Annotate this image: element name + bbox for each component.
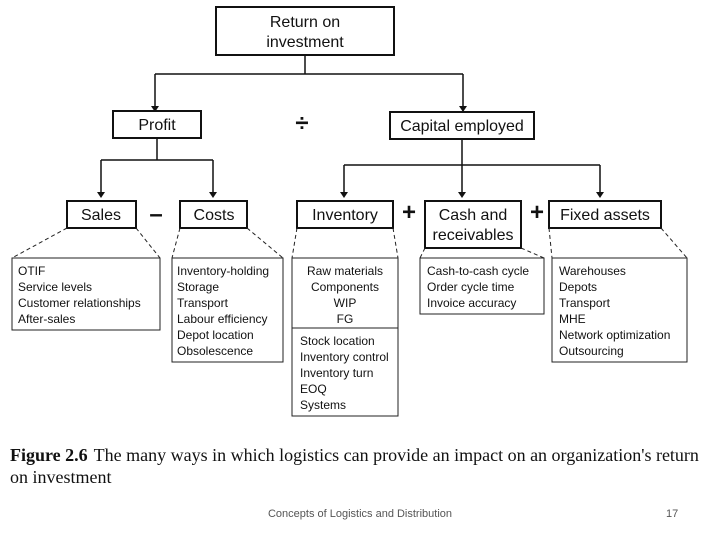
inventory-box — [296, 200, 394, 229]
connector-capital — [343, 139, 601, 196]
inventory-detail: Systems — [300, 398, 346, 412]
page-number: 17 — [666, 508, 679, 520]
costs-detail: Transport — [177, 296, 229, 310]
inventory-callout-lines — [291, 227, 399, 259]
sales-callout-lines — [11, 227, 161, 259]
fixed-detail: Warehouses — [559, 264, 626, 278]
roi-box — [215, 6, 395, 56]
cash-details-box — [419, 257, 545, 315]
capital-label: Capital employed — [400, 118, 524, 135]
costs-detail: Labour efficiency — [177, 312, 268, 326]
cash-callout-lines — [419, 247, 545, 259]
connector-top — [154, 55, 464, 112]
profit-label: Profit — [138, 117, 176, 134]
costs-callout-lines — [171, 227, 284, 259]
footer-title: Concepts of Logistics and Distribution — [267, 508, 453, 520]
sales-detail: Customer relationships — [18, 296, 141, 310]
figure-label: Figure 2.6 — [10, 445, 88, 465]
inventory-detail: Components — [311, 280, 379, 294]
sales-detail: Service levels — [18, 280, 92, 294]
inventory-details-top-box — [291, 257, 399, 329]
inventory-detail: Inventory turn — [300, 366, 373, 380]
costs-detail: Storage — [177, 280, 219, 294]
costs-detail: Inventory-holding — [177, 264, 269, 278]
cash-detail: Cash-to-cash cycle — [427, 264, 529, 278]
sales-box — [66, 200, 137, 229]
inventory-detail: FG — [337, 312, 354, 326]
plus-operator-1: + — [402, 199, 416, 226]
inventory-detail: Inventory control — [300, 350, 389, 364]
fixed-detail: MHE — [559, 312, 586, 326]
arrow-to-fixed — [596, 192, 604, 198]
arrow-to-profit — [151, 106, 159, 112]
sales-detail: OTIF — [18, 264, 45, 278]
plus-operator-2: + — [530, 199, 544, 226]
minus-operator: – — [149, 201, 162, 228]
fixed-detail: Outsourcing — [559, 344, 624, 358]
arrow-to-costs — [209, 192, 217, 198]
arrow-to-capital — [459, 106, 467, 112]
costs-detail: Depot location — [177, 328, 254, 342]
fixed-detail: Network optimization — [559, 328, 670, 342]
cash-line-1: Cash and — [439, 207, 508, 224]
costs-detail: Obsolescence — [177, 344, 253, 358]
fixed-assets-box — [548, 200, 662, 229]
inventory-detail: Raw materials — [307, 264, 383, 278]
sales-label: Sales — [81, 207, 121, 224]
sales-details-box — [11, 257, 161, 331]
inventory-detail: EOQ — [300, 382, 327, 396]
inventory-label: Inventory — [312, 207, 378, 224]
fixed-detail: Transport — [559, 296, 611, 310]
fixed-assets-label: Fixed assets — [560, 207, 650, 224]
figure-caption-text: The many ways in which logistics can pro… — [10, 445, 699, 487]
cash-line-2: receivables — [433, 227, 514, 244]
inventory-detail: WIP — [334, 296, 357, 310]
sales-detail: After-sales — [18, 312, 75, 326]
fixed-details-box — [551, 257, 688, 363]
fixed-callout-lines — [548, 227, 688, 259]
costs-details-box — [171, 257, 284, 363]
arrow-to-cash — [458, 192, 466, 198]
cash-detail: Order cycle time — [427, 280, 515, 294]
fixed-detail: Depots — [559, 280, 597, 294]
arrow-to-inventory — [340, 192, 348, 198]
arrow-to-sales — [97, 192, 105, 198]
cash-box — [424, 200, 522, 249]
costs-box — [179, 200, 248, 229]
profit-box — [112, 110, 202, 139]
connector-profit — [100, 138, 214, 196]
divide-operator: ÷ — [295, 110, 308, 137]
cash-detail: Invoice accuracy — [427, 296, 516, 310]
inventory-details-bottom-box — [291, 327, 399, 417]
roi-box-line-2: investment — [266, 34, 344, 51]
costs-label: Costs — [194, 207, 235, 224]
inventory-detail: Stock location — [300, 334, 375, 348]
roi-box-line-1: Return on — [270, 14, 340, 31]
